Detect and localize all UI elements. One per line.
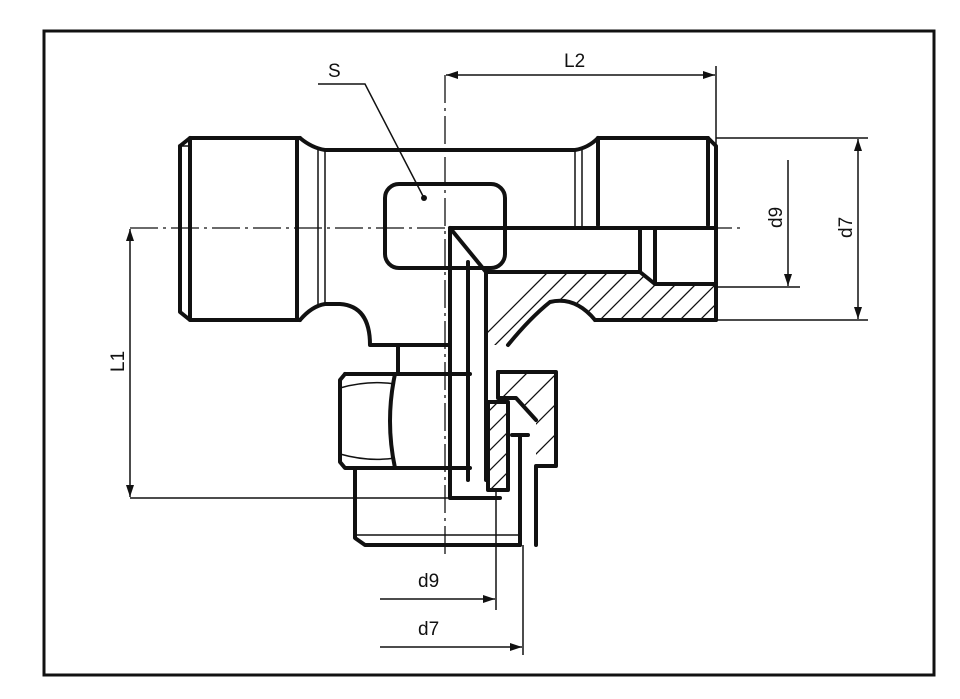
label-l2: L2 [564, 51, 585, 72]
label-d7-right: d7 [836, 217, 857, 238]
dimension-l2 [446, 66, 717, 146]
dimension-l1 [126, 229, 450, 499]
pipe-bore [448, 226, 502, 500]
hatched-section-nut [498, 372, 556, 466]
drawing-frame [42, 29, 936, 677]
label-d7-bottom: d7 [418, 619, 439, 640]
label-d9-bottom: d9 [418, 571, 439, 592]
dimension-d9-bottom [380, 490, 497, 610]
branch-section-outline [484, 270, 718, 347]
leader-s [318, 83, 425, 199]
dimension-d7-bottom [380, 545, 524, 655]
bottom-outlet [338, 343, 558, 547]
hatched-section-ring [488, 402, 508, 490]
dimension-d7-right [716, 137, 868, 321]
label-s: S [328, 61, 341, 82]
label-d9-right: d9 [766, 207, 787, 228]
label-l1: L1 [108, 351, 129, 372]
dimension-d9-right [716, 160, 800, 288]
